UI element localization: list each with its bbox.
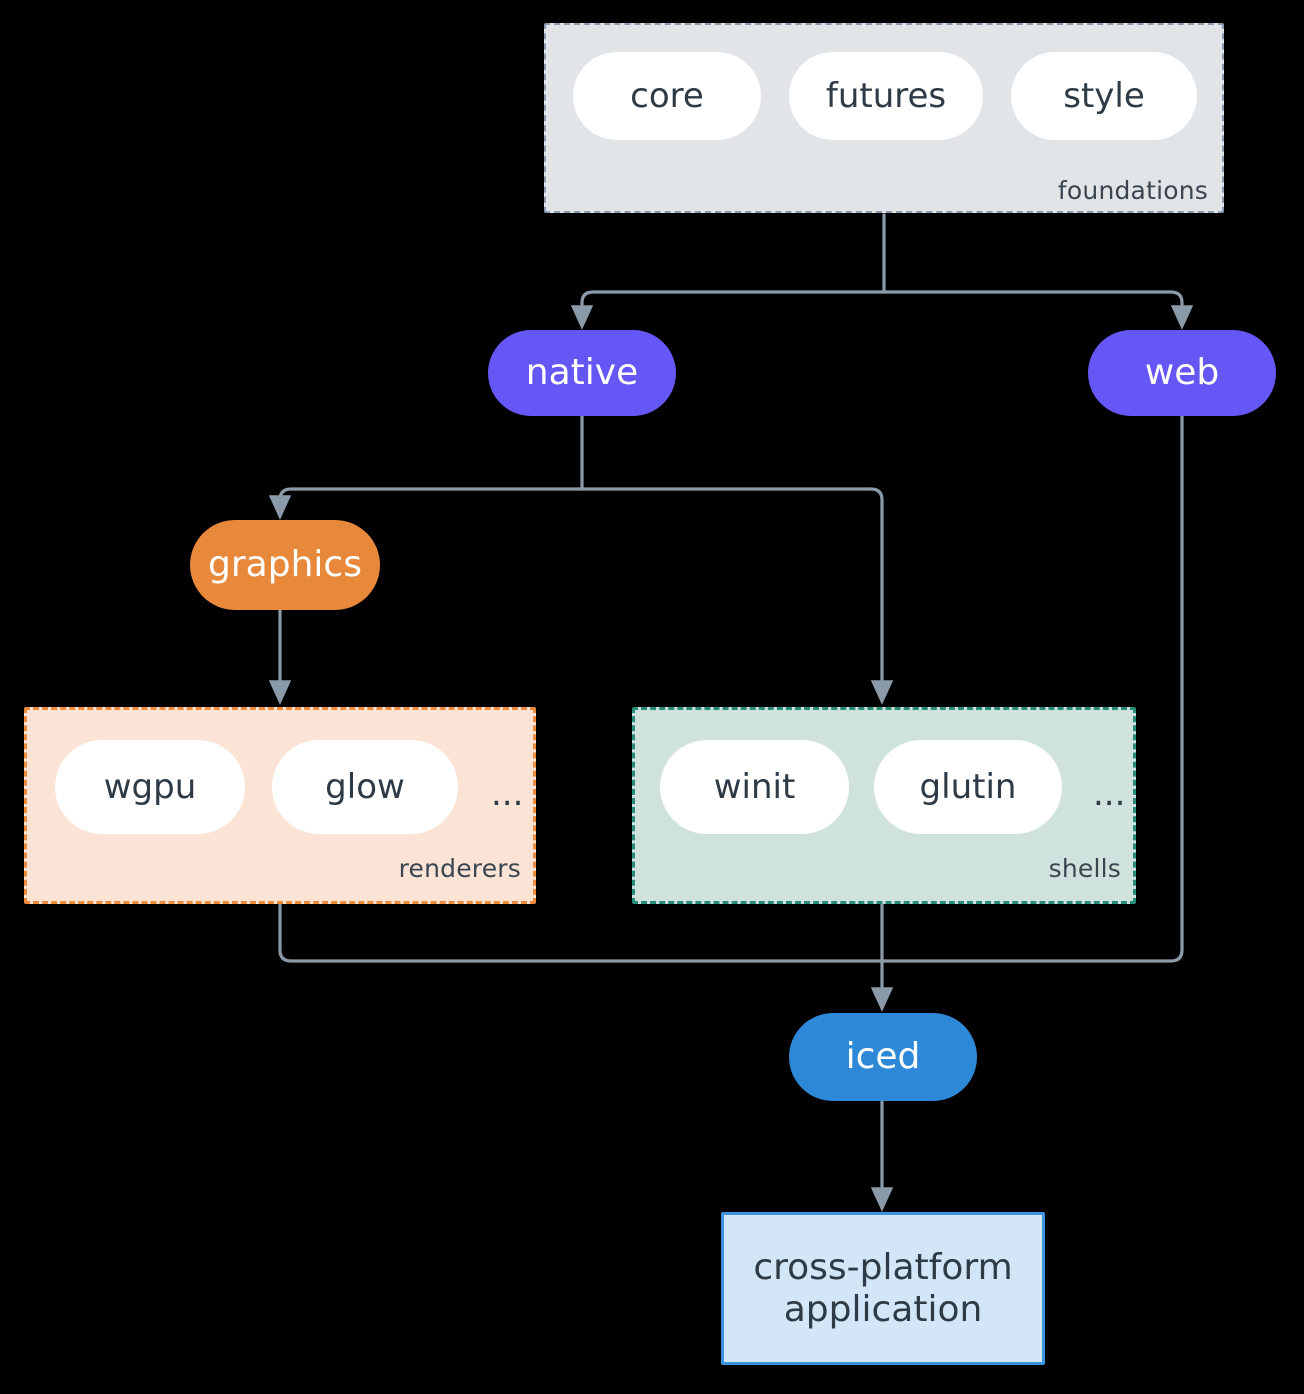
node-graphics[interactable]: graphics bbox=[190, 520, 380, 610]
group-foundations: core futures style foundations bbox=[544, 23, 1224, 213]
pill-glutin-label: glutin bbox=[919, 767, 1017, 807]
node-graphics-label: graphics bbox=[208, 544, 362, 586]
edge-native-to-shells bbox=[580, 487, 894, 705]
node-native[interactable]: native bbox=[488, 330, 676, 416]
pill-core-label: core bbox=[630, 76, 704, 116]
pill-futures[interactable]: futures bbox=[789, 52, 983, 140]
node-iced-label: iced bbox=[845, 1036, 921, 1078]
pill-style[interactable]: style bbox=[1011, 52, 1197, 140]
pill-core[interactable]: core bbox=[573, 52, 761, 140]
edge-renderers-to-merge bbox=[278, 902, 884, 963]
node-web-label: web bbox=[1144, 352, 1220, 394]
pill-winit-label: winit bbox=[713, 767, 796, 807]
pill-style-label: style bbox=[1063, 76, 1145, 116]
group-label-renderers: renderers bbox=[398, 854, 521, 883]
group-shells: winit glutin ... shells bbox=[632, 707, 1136, 904]
shells-pill-row: winit glutin ... bbox=[660, 740, 1131, 834]
pill-wgpu-label: wgpu bbox=[103, 767, 197, 807]
shells-ellipsis: ... bbox=[1093, 774, 1126, 814]
pill-futures-label: futures bbox=[825, 76, 947, 116]
node-iced[interactable]: iced bbox=[789, 1013, 977, 1101]
renderers-ellipsis: ... bbox=[491, 774, 524, 814]
group-renderers: wgpu glow ... renderers bbox=[24, 707, 536, 904]
pill-glow[interactable]: glow bbox=[272, 740, 458, 834]
edge-foundations-to-native bbox=[570, 290, 886, 330]
node-app-label-line1: cross-platform bbox=[753, 1247, 1013, 1289]
group-label-shells: shells bbox=[1048, 854, 1121, 883]
foundations-pill-row: core futures style bbox=[573, 52, 1197, 140]
pill-wgpu[interactable]: wgpu bbox=[55, 740, 245, 834]
pill-glutin[interactable]: glutin bbox=[874, 740, 1062, 834]
group-label-foundations: foundations bbox=[1057, 176, 1208, 205]
node-web[interactable]: web bbox=[1088, 330, 1276, 416]
pill-winit[interactable]: winit bbox=[660, 740, 849, 834]
pill-glow-label: glow bbox=[325, 767, 405, 807]
edge-foundations-to-web bbox=[882, 290, 1194, 330]
node-cross-platform-application[interactable]: cross-platform application bbox=[721, 1212, 1045, 1365]
edge-native-to-graphics bbox=[268, 487, 584, 520]
renderers-pill-row: wgpu glow ... bbox=[55, 740, 529, 834]
node-app-label-line2: application bbox=[783, 1288, 983, 1330]
node-native-label: native bbox=[525, 352, 639, 394]
